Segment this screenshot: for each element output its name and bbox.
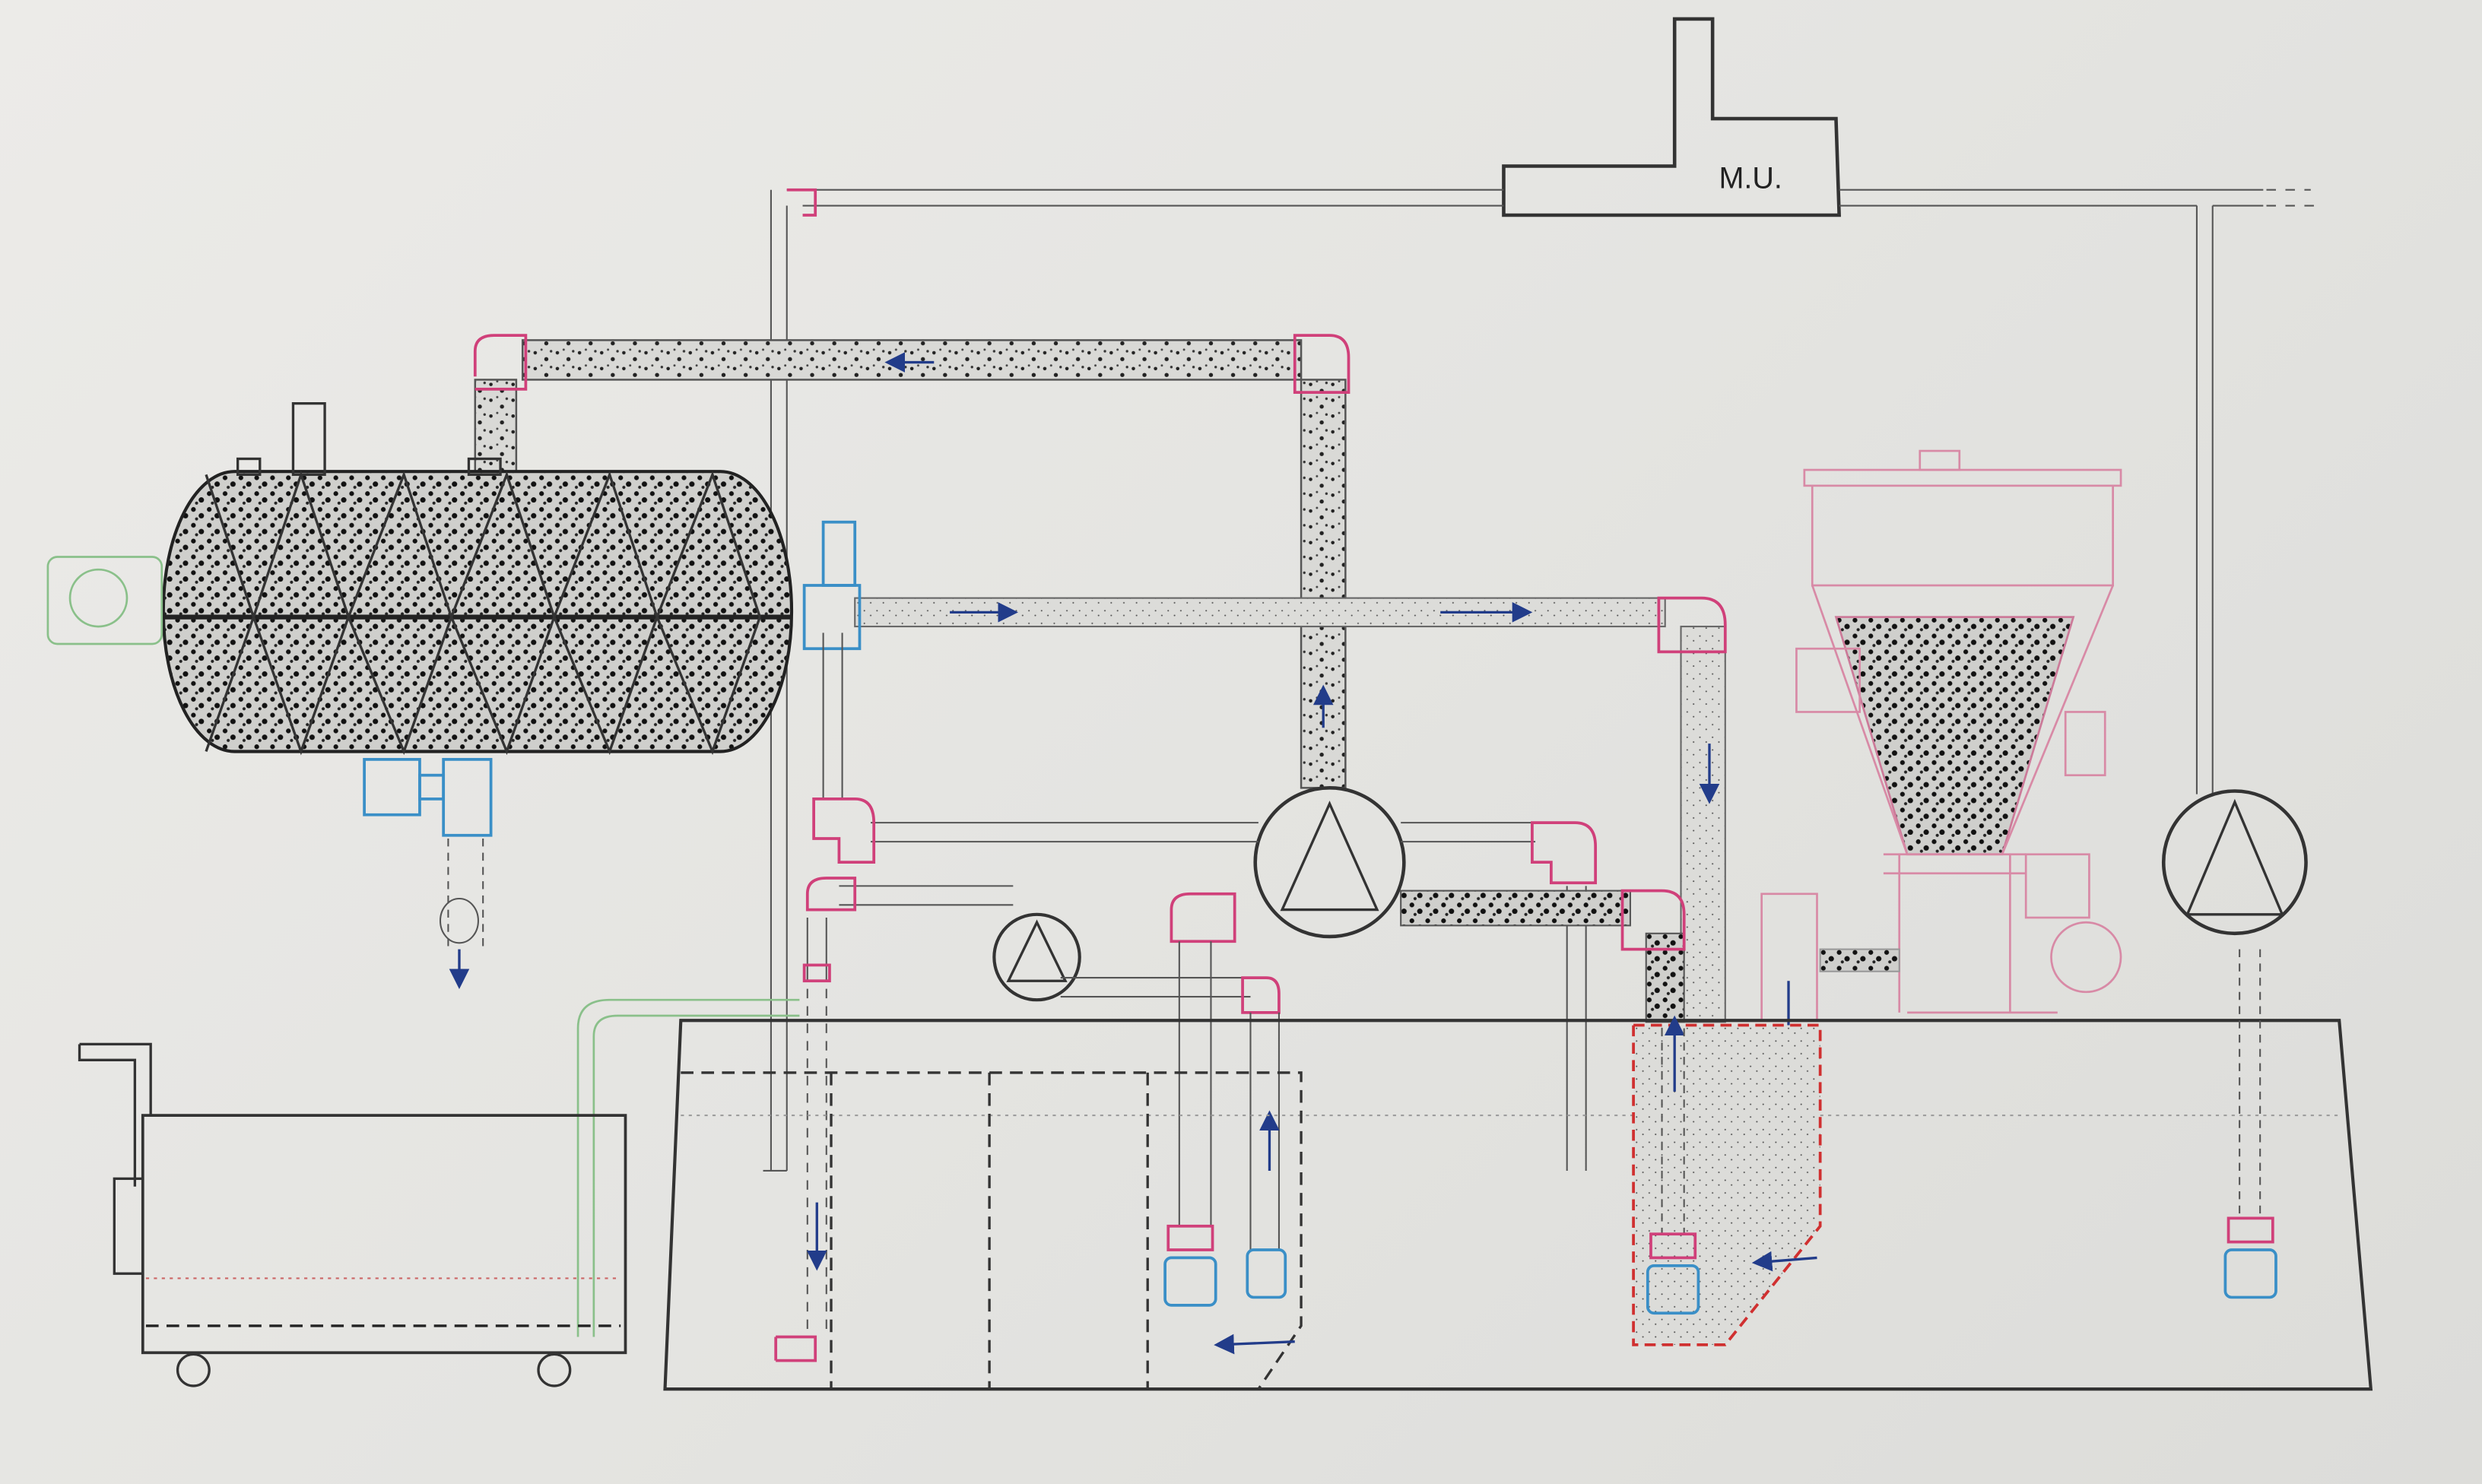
upper-slurry-pipe [473, 334, 1350, 789]
pump-piping [774, 633, 1686, 1362]
small-pump [992, 912, 1081, 1002]
feeder-motor-icon [2050, 921, 2122, 994]
bottom-valve [363, 758, 493, 990]
wheel-icon [537, 1352, 572, 1387]
suction-couplers [1163, 1216, 2277, 1315]
blue-valve [802, 520, 862, 651]
top-air-pipe [763, 188, 2319, 1172]
middle-slurry-pipe [802, 520, 1727, 1023]
mu-unit: M.U. [1502, 17, 1841, 217]
hopper-feeder [1760, 449, 2122, 1058]
green-hose [576, 998, 800, 1337]
motor-icon [46, 556, 163, 645]
mu-label: M.U. [1719, 162, 1782, 195]
main-pump [1253, 786, 1406, 939]
cart-tank [78, 1042, 627, 1387]
main-tank [663, 949, 2373, 1391]
mixing-tank [46, 401, 794, 756]
wheel-icon [176, 1352, 211, 1387]
right-pump [2161, 789, 2308, 936]
